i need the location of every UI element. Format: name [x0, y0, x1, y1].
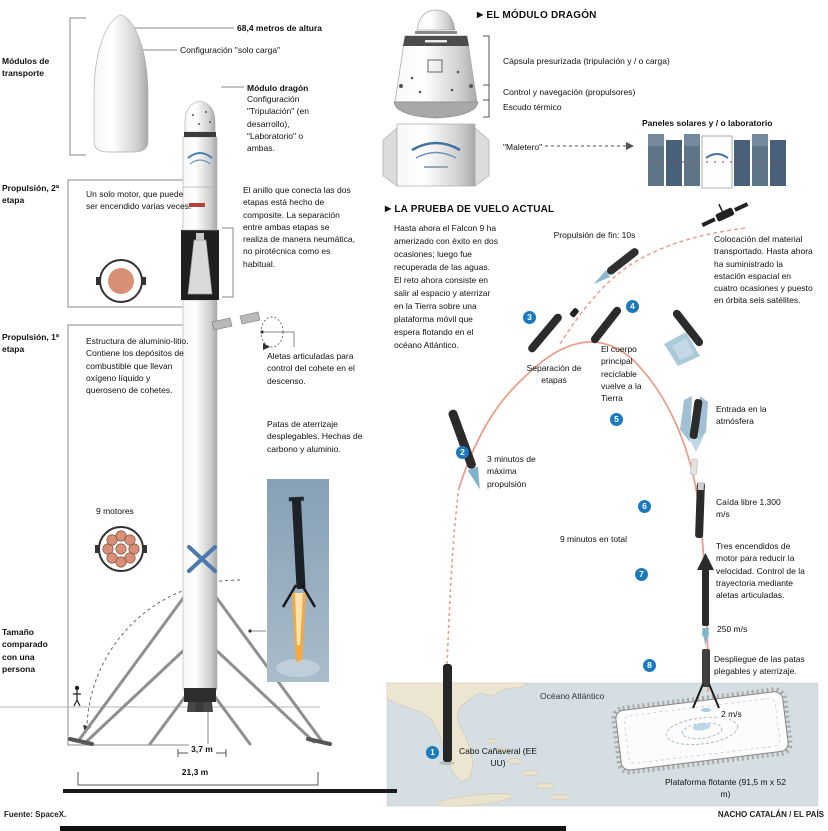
dragon-module-title: Módulo dragón	[247, 83, 309, 93]
descent-speed-label: 250 m/s	[717, 624, 748, 634]
payload-text: Colocación del material transportado. Ha…	[714, 234, 813, 306]
left-brackets	[0, 17, 320, 746]
ring-text: El anillo que conecta las dos etapas est…	[243, 185, 355, 269]
flight-intro: Hasta ahora el Falcon 9 ha amerizado con…	[394, 223, 498, 350]
launch-rocket	[439, 664, 455, 765]
section-arrow-icon: ▶	[477, 10, 484, 19]
final-burn-label: Propulsión de fin: 10s	[553, 230, 636, 240]
dragon-module-text: Configuración "Tripulación" (en desarrol…	[247, 94, 309, 154]
stage2-label: Propulsión, 2ª etapa	[2, 183, 59, 206]
flight-panel-title: ▶LA PRUEBA DE VUELO ACTUAL	[385, 204, 555, 215]
section-arrow-icon: ▶	[385, 204, 392, 213]
fairing-cone	[93, 14, 149, 153]
step2-text: 3 minutos de máxima propulsión	[487, 454, 536, 489]
shield-label: Escudo térmico	[503, 102, 562, 112]
bottom-edge-bar	[60, 826, 566, 831]
height-label: 68,4 metros de altura	[237, 23, 323, 33]
fins-text: Aletas articuladas para control del cohe…	[267, 351, 355, 386]
landing-photo	[267, 479, 329, 682]
freefall-rocket	[695, 481, 705, 539]
leader-dot-legs	[248, 629, 252, 633]
bottom-rule	[63, 789, 397, 793]
step-badge-4: 4	[626, 300, 639, 313]
panels-label: Paneles solares y / o laboratorio	[642, 118, 773, 128]
spacex-x-logo	[187, 545, 217, 573]
reentry-rocket	[680, 396, 708, 452]
map	[386, 682, 819, 807]
islands	[436, 738, 570, 807]
single-engine-icon	[96, 259, 146, 303]
trunk-label: "Maletero"	[503, 142, 543, 152]
flip-burn-rocket	[664, 309, 704, 366]
step-badge-6: 6	[638, 500, 651, 513]
step1-text: Cabo Cañaveral (EE UU)	[459, 746, 537, 769]
landing-rocket	[692, 649, 720, 712]
spacex-wordmark	[189, 203, 205, 207]
nine-engines-icon	[95, 526, 147, 572]
second-stage	[182, 186, 218, 231]
maletero-arrow	[545, 142, 634, 150]
transport-label: Módulos de transporte	[2, 56, 50, 79]
step5-text: Entrada en la atmósfera	[716, 404, 767, 427]
interstage	[181, 230, 219, 300]
step-badge-2: 2	[456, 446, 469, 459]
step-badge-8: 8	[643, 659, 656, 672]
diameter-label: 3,7 m	[189, 744, 215, 754]
stage1-text: Estructura de aluminio-litio. Contiene l…	[86, 336, 189, 396]
separation-stage-a	[528, 313, 562, 353]
step-badge-1: 1	[426, 746, 439, 759]
floating-platform	[611, 687, 793, 775]
first-stage	[182, 299, 218, 691]
ascent-rocket	[448, 409, 480, 490]
step4-text: El cuerpo principal reciclable vuelve a …	[601, 344, 642, 404]
config-cargo-label: Configuración "solo carga"	[180, 45, 281, 55]
separation-piece	[569, 308, 579, 318]
satellite-deploy-icon	[701, 202, 749, 227]
trunk-section	[182, 136, 218, 188]
control-label: Control y navegación (propulsores)	[503, 87, 636, 97]
dragon-module-illustration	[382, 9, 490, 187]
engines-label: 9 motores	[96, 506, 134, 516]
total-time-label: 9 minutos en total	[559, 534, 628, 544]
dragon-capsule-stacked	[184, 100, 216, 137]
braking-burn-rocket	[697, 553, 714, 646]
florida-landmass	[386, 682, 529, 783]
person-icon	[73, 685, 81, 707]
person-text: Tamaño comparado con una persona	[2, 627, 48, 674]
platform-label: Plataforma flotante (91,5 m x 52 m)	[665, 777, 786, 800]
step3-text: Separación de etapas	[526, 363, 582, 386]
step-badge-5: 5	[610, 413, 623, 426]
span-label: 21,3 m	[179, 767, 211, 777]
stage2-text: Un solo motor, que puede ser encendido v…	[86, 189, 192, 212]
dimension-lines	[77, 749, 319, 786]
final-burn-rocket	[594, 248, 639, 284]
step7-text: Tres encendidos de motor para reducir la…	[716, 541, 805, 601]
dragon-panel-title: ▶EL MÓDULO DRAGÓN	[477, 10, 597, 21]
ocean-label: Océano Atlántico	[540, 691, 605, 701]
debris-piece	[690, 458, 698, 476]
stage1-label: Propulsión, 1ª etapa	[2, 332, 59, 355]
legs-text: Patas de aterrizaje desplegables. Hechas…	[267, 419, 363, 454]
grid-fin-icon	[211, 311, 284, 350]
step-badge-3: 3	[523, 311, 536, 324]
capsule-label: Cápsula presurizada (tripulación y / o c…	[503, 56, 670, 66]
engine-section	[184, 688, 216, 712]
solar-panels-illustration	[648, 134, 786, 189]
author-credit: NACHO CATALÁN / EL PAÍS	[717, 810, 824, 819]
landing-speed-label: 2 m/s	[719, 709, 744, 719]
step8-text: Despliegue de las patas plegables y ater…	[714, 654, 805, 677]
source-credit: Fuente: SpaceX.	[4, 810, 67, 819]
falcon9-rocket	[68, 100, 332, 746]
step6-text: Caída libre 1.300 m/s	[716, 497, 781, 520]
step-badge-7: 7	[635, 568, 648, 581]
dragon-bracket	[483, 35, 490, 118]
separation-stage-b	[590, 306, 622, 344]
